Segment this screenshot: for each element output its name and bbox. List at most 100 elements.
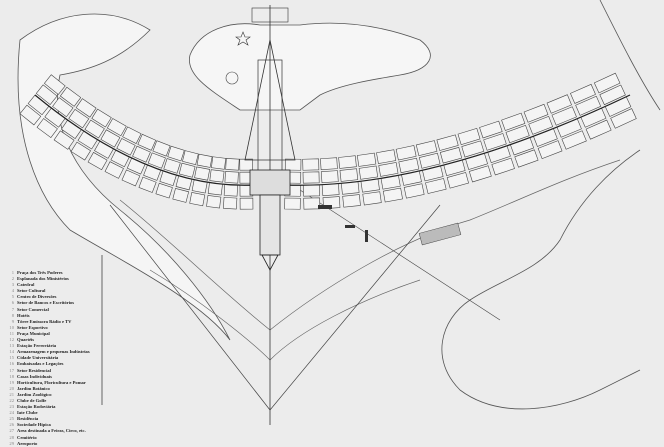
north-wing-superblock	[585, 119, 612, 140]
north-wing-superblock	[546, 94, 572, 114]
north-wing-superblock	[461, 140, 485, 158]
axis-diagonal-left	[109, 204, 271, 411]
south-wing-superblock	[35, 84, 58, 106]
north-wing-superblock	[551, 106, 577, 126]
north-wing-superblock	[302, 158, 320, 171]
south-wing-superblock	[75, 98, 97, 118]
legend-item-number: 25	[9, 416, 14, 422]
north-wing-superblock	[575, 95, 602, 116]
legend-item-number: 29	[9, 440, 14, 446]
north-wing-superblock	[320, 157, 338, 171]
south-wing-superblock	[239, 197, 254, 210]
north-wing-superblock	[339, 168, 359, 182]
legend-item-label: Praça Municipal	[17, 330, 50, 336]
peninsula-north	[188, 22, 431, 111]
residence-circle	[225, 71, 239, 85]
south-wing-superblock	[224, 171, 239, 184]
north-wing-road	[284, 94, 631, 186]
north-wing-superblock	[483, 133, 507, 151]
legend-item-label: Casas Individuais	[17, 373, 52, 379]
legend-item-number: 23	[9, 404, 14, 410]
north-wing-superblock	[436, 134, 459, 151]
legend-item-number: 2	[11, 276, 14, 282]
residential-wings	[19, 72, 637, 210]
south-wing-superblock	[106, 118, 127, 137]
north-wing-superblock	[362, 191, 382, 206]
south-wing-superblock	[100, 129, 121, 148]
south-wing-superblock	[196, 153, 213, 168]
legend-item-label: Centro de Diversões	[17, 294, 57, 300]
legend-item-label: Residência	[17, 416, 39, 422]
south-wing-superblock	[155, 182, 173, 199]
legend-item-label: Esplanada dos Ministérios	[17, 276, 69, 282]
north-wing-superblock	[479, 120, 503, 139]
central-sector	[249, 169, 291, 196]
south-wing-superblock	[209, 169, 225, 183]
axis-end	[261, 254, 279, 271]
legend-item-number: 22	[9, 397, 14, 403]
legend-item-label: Praça dos Três Poderes	[17, 270, 63, 275]
south-wing-superblock	[182, 150, 199, 166]
right-shore	[599, 0, 661, 111]
south-wing-superblock	[239, 158, 253, 171]
legend-item-label: Sociedade Hípica	[17, 422, 51, 428]
legend-item-number: 4	[11, 288, 14, 294]
south-wing-superblock	[59, 86, 82, 107]
legend-item-number: 17	[9, 367, 14, 373]
north-wing-superblock	[599, 84, 626, 106]
legend-item-number: 21	[9, 391, 14, 397]
south-wing-superblock	[84, 119, 105, 139]
south-wing-superblock	[206, 195, 222, 209]
north-wing-superblock	[302, 171, 320, 184]
south-wing-superblock	[163, 158, 181, 174]
lake-shore-left	[17, 13, 231, 341]
north-wing-superblock	[570, 83, 596, 104]
city-plan-map	[17, 0, 661, 425]
south-wing-superblock	[178, 162, 196, 178]
legend-item-number: 12	[9, 337, 14, 343]
hatched-area	[418, 222, 462, 246]
north-wing-superblock	[398, 157, 420, 174]
south-wing-superblock	[70, 141, 92, 161]
legend-item-label: Setor de Bancos e Escritórios	[17, 300, 75, 306]
north-wing-superblock	[320, 170, 339, 184]
legend-item-number: 10	[9, 324, 14, 330]
legend-item-number: 9	[11, 318, 14, 324]
star-icon	[235, 31, 251, 46]
north-wing-superblock	[418, 152, 441, 169]
legend-item-label: Setor Comercial	[17, 306, 49, 312]
north-wing-superblock	[528, 116, 554, 135]
north-wing-superblock	[537, 140, 563, 160]
south-wing-superblock	[147, 152, 166, 169]
legend-item-number: 24	[9, 410, 14, 416]
legend-item-label: Setor Residencial	[17, 367, 51, 373]
north-wing-superblock	[523, 103, 549, 123]
north-wing-superblock	[415, 140, 438, 157]
legend-item-label: Iate Clube	[17, 410, 38, 416]
legend-item-number: 5	[11, 294, 14, 300]
south-wing-superblock	[121, 169, 141, 187]
south-wing-road	[34, 94, 256, 186]
north-wing-superblock	[321, 183, 340, 196]
legend-item-label: Clube de Golfe	[17, 397, 47, 403]
lake-arm-south	[119, 159, 621, 331]
legend-item-number: 8	[11, 312, 14, 318]
south-wing-superblock	[91, 108, 112, 128]
south-wing-superblock	[68, 108, 90, 129]
north-wing-superblock	[561, 130, 587, 150]
